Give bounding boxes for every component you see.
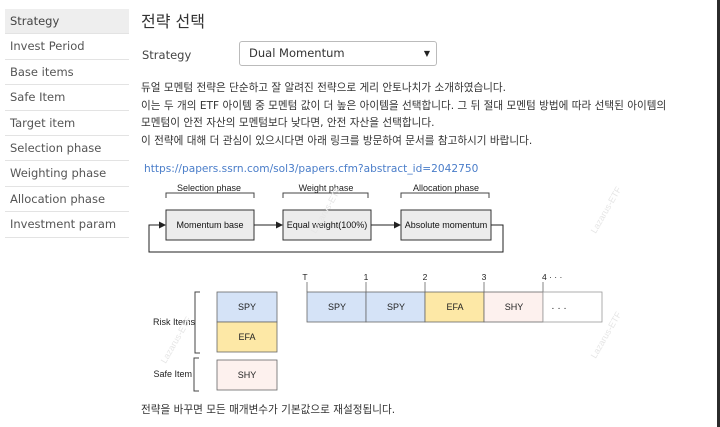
safe-bracket bbox=[193, 357, 199, 392]
paper-link[interactable]: https://papers.ssrn.com/sol3/papers.cfm?… bbox=[144, 163, 479, 175]
strategy-description: 듀얼 모멘텀 전략은 단순하고 잘 알려진 전략으로 게리 안토나치가 소개하였… bbox=[141, 80, 717, 150]
sidebar-nav: Strategy Invest Period Base items Safe I… bbox=[5, 9, 129, 238]
strategy-diagram: Selection phase Weight phase Allocation … bbox=[148, 183, 603, 392]
safe-item-shy bbox=[216, 359, 278, 391]
timeline-cell-text: SPY bbox=[387, 302, 405, 312]
risk-items-label: Risk Items bbox=[153, 317, 196, 327]
reset-note: 전략을 바꾸면 모든 매개변수가 기본값으로 재설정됩니다. bbox=[141, 404, 396, 416]
timeline-cell-text: EFA bbox=[446, 302, 463, 312]
sidebar-item-weighting-phase[interactable]: Weighting phase bbox=[5, 161, 129, 187]
phase-label-selection: Selection phase bbox=[177, 183, 241, 193]
equal-weight-text: Equal weight(100%) bbox=[287, 220, 368, 230]
safe-item-label: Safe Item bbox=[153, 369, 192, 379]
phase-label-weight: Weight phase bbox=[299, 183, 354, 193]
risk-item-efa bbox=[216, 321, 278, 353]
absolute-momentum-text: Absolute momentum bbox=[405, 220, 488, 230]
strategy-select[interactable]: Dual Momentum ▼ bbox=[239, 41, 437, 66]
sidebar-item-base-items[interactable]: Base items bbox=[5, 59, 129, 86]
momentum-base-text: Momentum base bbox=[176, 220, 243, 230]
description-line: 모멘텀이 안전 자산의 모멘텀보다 낮다면, 안전 자산을 선택합니다. bbox=[141, 117, 435, 129]
strategy-select-value: Dual Momentum bbox=[249, 46, 345, 60]
risk-item-efa-text: EFA bbox=[238, 332, 255, 342]
risk-item-spy-text: SPY bbox=[238, 302, 256, 312]
page-title: 전략 선택 bbox=[141, 12, 205, 31]
risk-bracket bbox=[194, 291, 200, 354]
scrollbar[interactable] bbox=[717, 0, 720, 427]
description-line: 이 전략에 대해 더 관심이 있으시다면 아래 링크를 방문하여 문서를 참고하… bbox=[141, 134, 533, 147]
sidebar-item-investment-param[interactable]: Investment param bbox=[5, 212, 129, 238]
timeline-cell-spy bbox=[306, 291, 367, 323]
description-line: 이는 두 개의 ETF 아이템 중 모멘텀 값이 더 높은 아이템을 선택합니다… bbox=[141, 99, 667, 112]
sidebar-item-safe-item[interactable]: Safe Item bbox=[5, 85, 129, 111]
tick-label: 3 bbox=[482, 272, 487, 282]
timeline-cell-efa bbox=[424, 291, 485, 323]
equal-weight-box bbox=[282, 209, 372, 241]
tick-label: 4 · · · bbox=[542, 272, 562, 282]
loop-arrow bbox=[148, 221, 504, 253]
safe-item-shy-text: SHY bbox=[238, 370, 257, 380]
timeline-cell-text: SHY bbox=[505, 302, 524, 312]
sidebar-item-allocation-phase[interactable]: Allocation phase bbox=[5, 186, 129, 213]
description-line: 듀얼 모멘텀 전략은 단순하고 잘 알려진 전략으로 게리 안토나치가 소개하였… bbox=[141, 82, 507, 94]
sidebar-item-invest-period[interactable]: Invest Period bbox=[5, 34, 129, 60]
timeline-cell-empty bbox=[542, 291, 603, 323]
sidebar-item-strategy[interactable]: Strategy bbox=[5, 9, 129, 35]
timeline-cell-text: · · · bbox=[551, 303, 567, 314]
tick-label: 1 bbox=[364, 272, 369, 282]
phase-label-allocation: Allocation phase bbox=[413, 183, 479, 193]
timeline-cell-text: SPY bbox=[328, 302, 346, 312]
tick-label: 2 bbox=[423, 272, 428, 282]
sidebar-item-selection-phase[interactable]: Selection phase bbox=[5, 135, 129, 162]
main-content: 전략 선택 Strategy Dual Momentum ▼ 듀얼 모멘텀 전략… bbox=[141, 0, 720, 427]
tick-label: T bbox=[302, 272, 307, 282]
sidebar-item-target-item[interactable]: Target item bbox=[5, 110, 129, 136]
strategy-label: Strategy bbox=[142, 48, 192, 62]
risk-item-spy bbox=[216, 291, 278, 323]
chevron-down-icon: ▼ bbox=[423, 49, 430, 58]
